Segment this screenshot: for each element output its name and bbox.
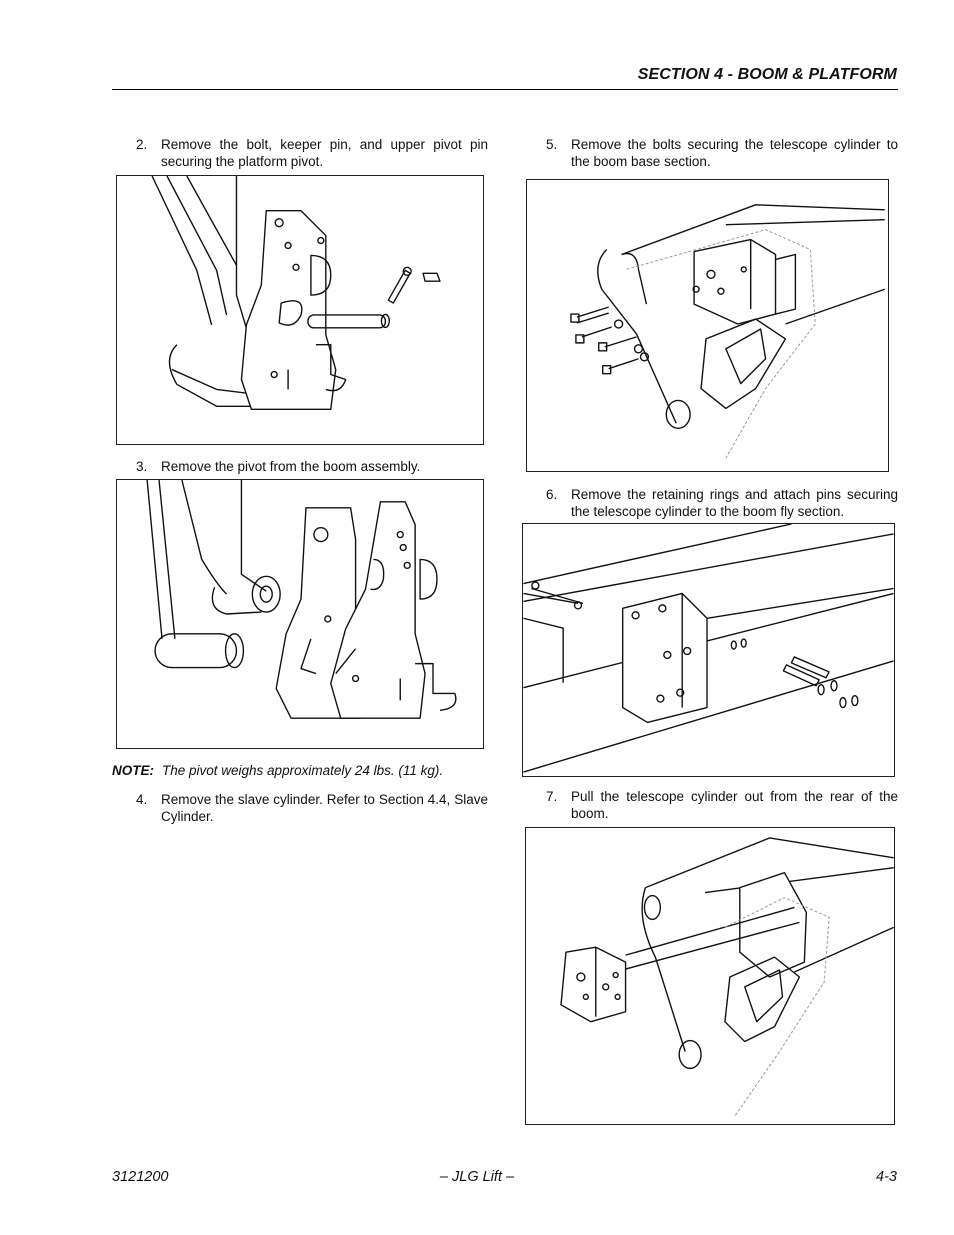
note: NOTE: The pivot weighs approximately 24 l… — [112, 763, 443, 778]
figure-fly-section-pins — [522, 523, 895, 777]
step-text: Pull the telescope cylinder out from the… — [571, 789, 898, 821]
step-4: 4. Remove the slave cylinder. Refer to S… — [136, 791, 488, 825]
step-number: 6. — [546, 487, 558, 502]
figure-telescope-cylinder-removal — [525, 827, 895, 1125]
step-7: 7. Pull the telescope cylinder out from … — [546, 788, 898, 822]
note-text: The pivot weighs approximately 24 lbs. (… — [162, 763, 444, 778]
step-2: 2. Remove the bolt, keeper pin, and uppe… — [136, 136, 488, 170]
figure-telescope-cylinder-base-bolts — [526, 179, 889, 472]
step-text: Remove the retaining rings and attach pi… — [571, 487, 898, 519]
step-number: 5. — [546, 137, 558, 152]
section-title: SECTION 4 - BOOM & PLATFORM — [637, 66, 897, 83]
step-text: Remove the pivot from the boom assembly. — [161, 459, 421, 474]
step-number: 7. — [546, 789, 558, 804]
figure-telescope-cylinder-base-bolts-drawing — [570, 204, 886, 459]
figure-platform-pivot-pins-drawing — [151, 176, 441, 410]
footer-center: – JLG Lift – — [439, 1169, 515, 1185]
step-3: 3. Remove the pivot from the boom assemb… — [136, 458, 488, 475]
footer-page-number: 4-3 — [876, 1169, 897, 1185]
step-text: Remove the bolts securing the telescope … — [571, 137, 898, 169]
figure-pivot-removed — [116, 479, 484, 749]
step-text: Remove the bolt, keeper pin, and upper p… — [161, 137, 488, 169]
figure-telescope-cylinder-removal-drawing — [560, 837, 894, 1117]
figure-platform-pivot-pins — [116, 175, 484, 445]
step-number: 4. — [136, 792, 148, 807]
footer-doc-number: 3121200 — [112, 1169, 169, 1185]
figure-pivot-removed-drawing — [146, 480, 457, 719]
step-number: 2. — [136, 137, 148, 152]
header-rule — [112, 89, 898, 90]
step-6: 6. Remove the retaining rings and attach… — [546, 486, 898, 520]
step-number: 3. — [136, 459, 148, 474]
step-text: Remove the slave cylinder. Refer to Sect… — [161, 792, 488, 824]
note-label: NOTE: — [112, 763, 154, 778]
step-5: 5. Remove the bolts securing the telesco… — [546, 136, 898, 170]
figure-fly-section-pins-drawing — [523, 524, 894, 773]
